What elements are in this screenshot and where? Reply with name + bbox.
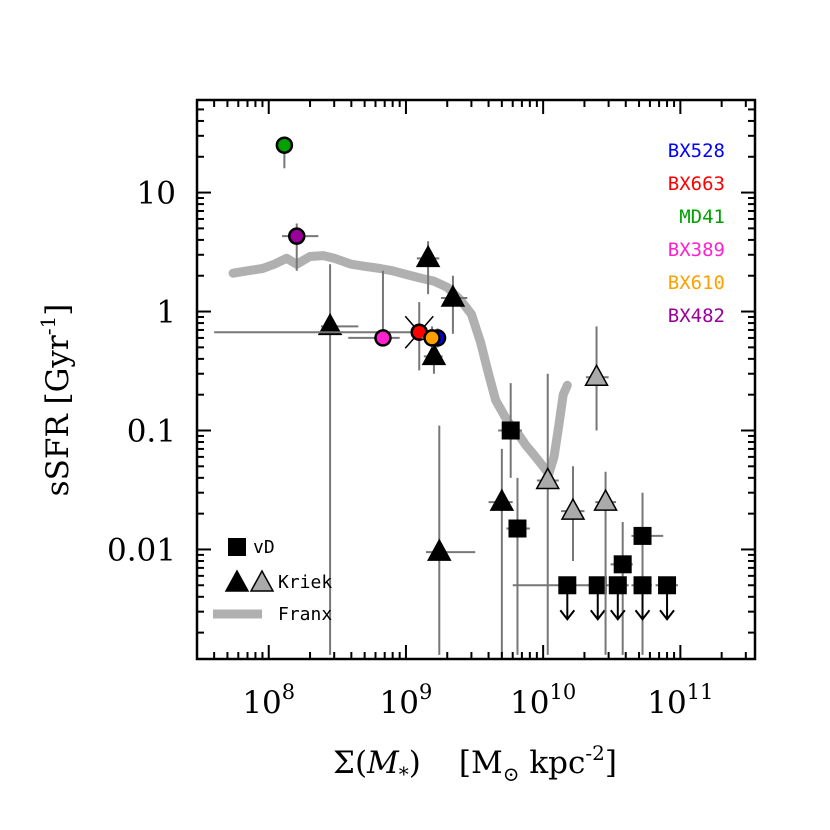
galaxy-label-bx482: BX482	[668, 305, 725, 327]
kriek-gray-point	[593, 488, 618, 511]
galaxy-md41-point	[275, 136, 294, 154]
legend-vd-label: vD	[253, 537, 275, 558]
kriek-point	[415, 244, 441, 268]
galaxy-label-bx610: BX610	[668, 272, 725, 294]
kriek-gray-point	[560, 497, 586, 520]
galaxy-bx610-point	[423, 329, 441, 347]
legend-kriek-label: Kriek	[278, 572, 332, 593]
y-axis-title: sSFR [Gyr-1]	[36, 304, 76, 497]
vd-upper-limit	[658, 576, 677, 595]
franx-curve	[228, 251, 572, 479]
kriek-point	[317, 312, 343, 336]
legend-franx-label: Franx	[278, 604, 332, 625]
vd-point	[501, 421, 520, 440]
kriek-point	[427, 538, 452, 561]
upper-limit-arrowhead	[634, 609, 651, 621]
vd-point	[508, 519, 527, 538]
upper-limit-arrowhead	[589, 609, 606, 621]
galaxy-label-md41: MD41	[679, 206, 725, 228]
y-tick-label: 1	[156, 295, 176, 331]
x-tick-label: 1011	[647, 680, 713, 721]
vd-upper-limit	[608, 576, 627, 595]
axis-ticks: 108 109 1010 1011 10 1 0.1 0.01	[107, 99, 755, 721]
vd-point	[613, 555, 632, 574]
plot-frame	[195, 98, 757, 661]
galaxy-label-bx389: BX389	[668, 239, 725, 261]
upper-limit-arrowhead	[659, 609, 675, 621]
x-tick-label: 1010	[510, 680, 576, 721]
vd-point	[633, 526, 652, 545]
x-axis-title: Σ(M*)[M⊙ kpc-2]	[333, 741, 617, 786]
legend-vd-symbol	[228, 538, 246, 556]
x-tick-label: 109	[380, 680, 433, 721]
kriek-point	[489, 488, 515, 511]
plot-border	[195, 98, 757, 661]
galaxy-label-bx663: BX663	[668, 173, 725, 195]
galaxy-label-bx528: BX528	[668, 140, 725, 162]
galaxy-bx482-point	[287, 227, 306, 245]
vd-upper-limit	[558, 576, 577, 595]
y-tick-label: 10	[137, 176, 176, 212]
kriek-gray-point	[535, 466, 561, 490]
kriek-point	[440, 284, 466, 307]
legend-kriek-black-symbol	[224, 569, 250, 592]
plot-marks	[214, 136, 678, 655]
legend-kriek-gray-symbol	[249, 569, 275, 592]
upper-limit-arrowhead	[559, 609, 576, 621]
kriek-point	[421, 342, 447, 366]
x-tick-label: 108	[242, 680, 295, 721]
galaxy-bx389-point	[374, 329, 392, 347]
vd-upper-limit	[633, 576, 652, 595]
upper-limit-arrowhead	[610, 609, 626, 621]
kriek-gray-point	[584, 363, 609, 387]
y-tick-label: 0.1	[127, 413, 176, 449]
vd-upper-limit	[588, 576, 607, 595]
y-tick-label: 0.01	[107, 532, 176, 568]
